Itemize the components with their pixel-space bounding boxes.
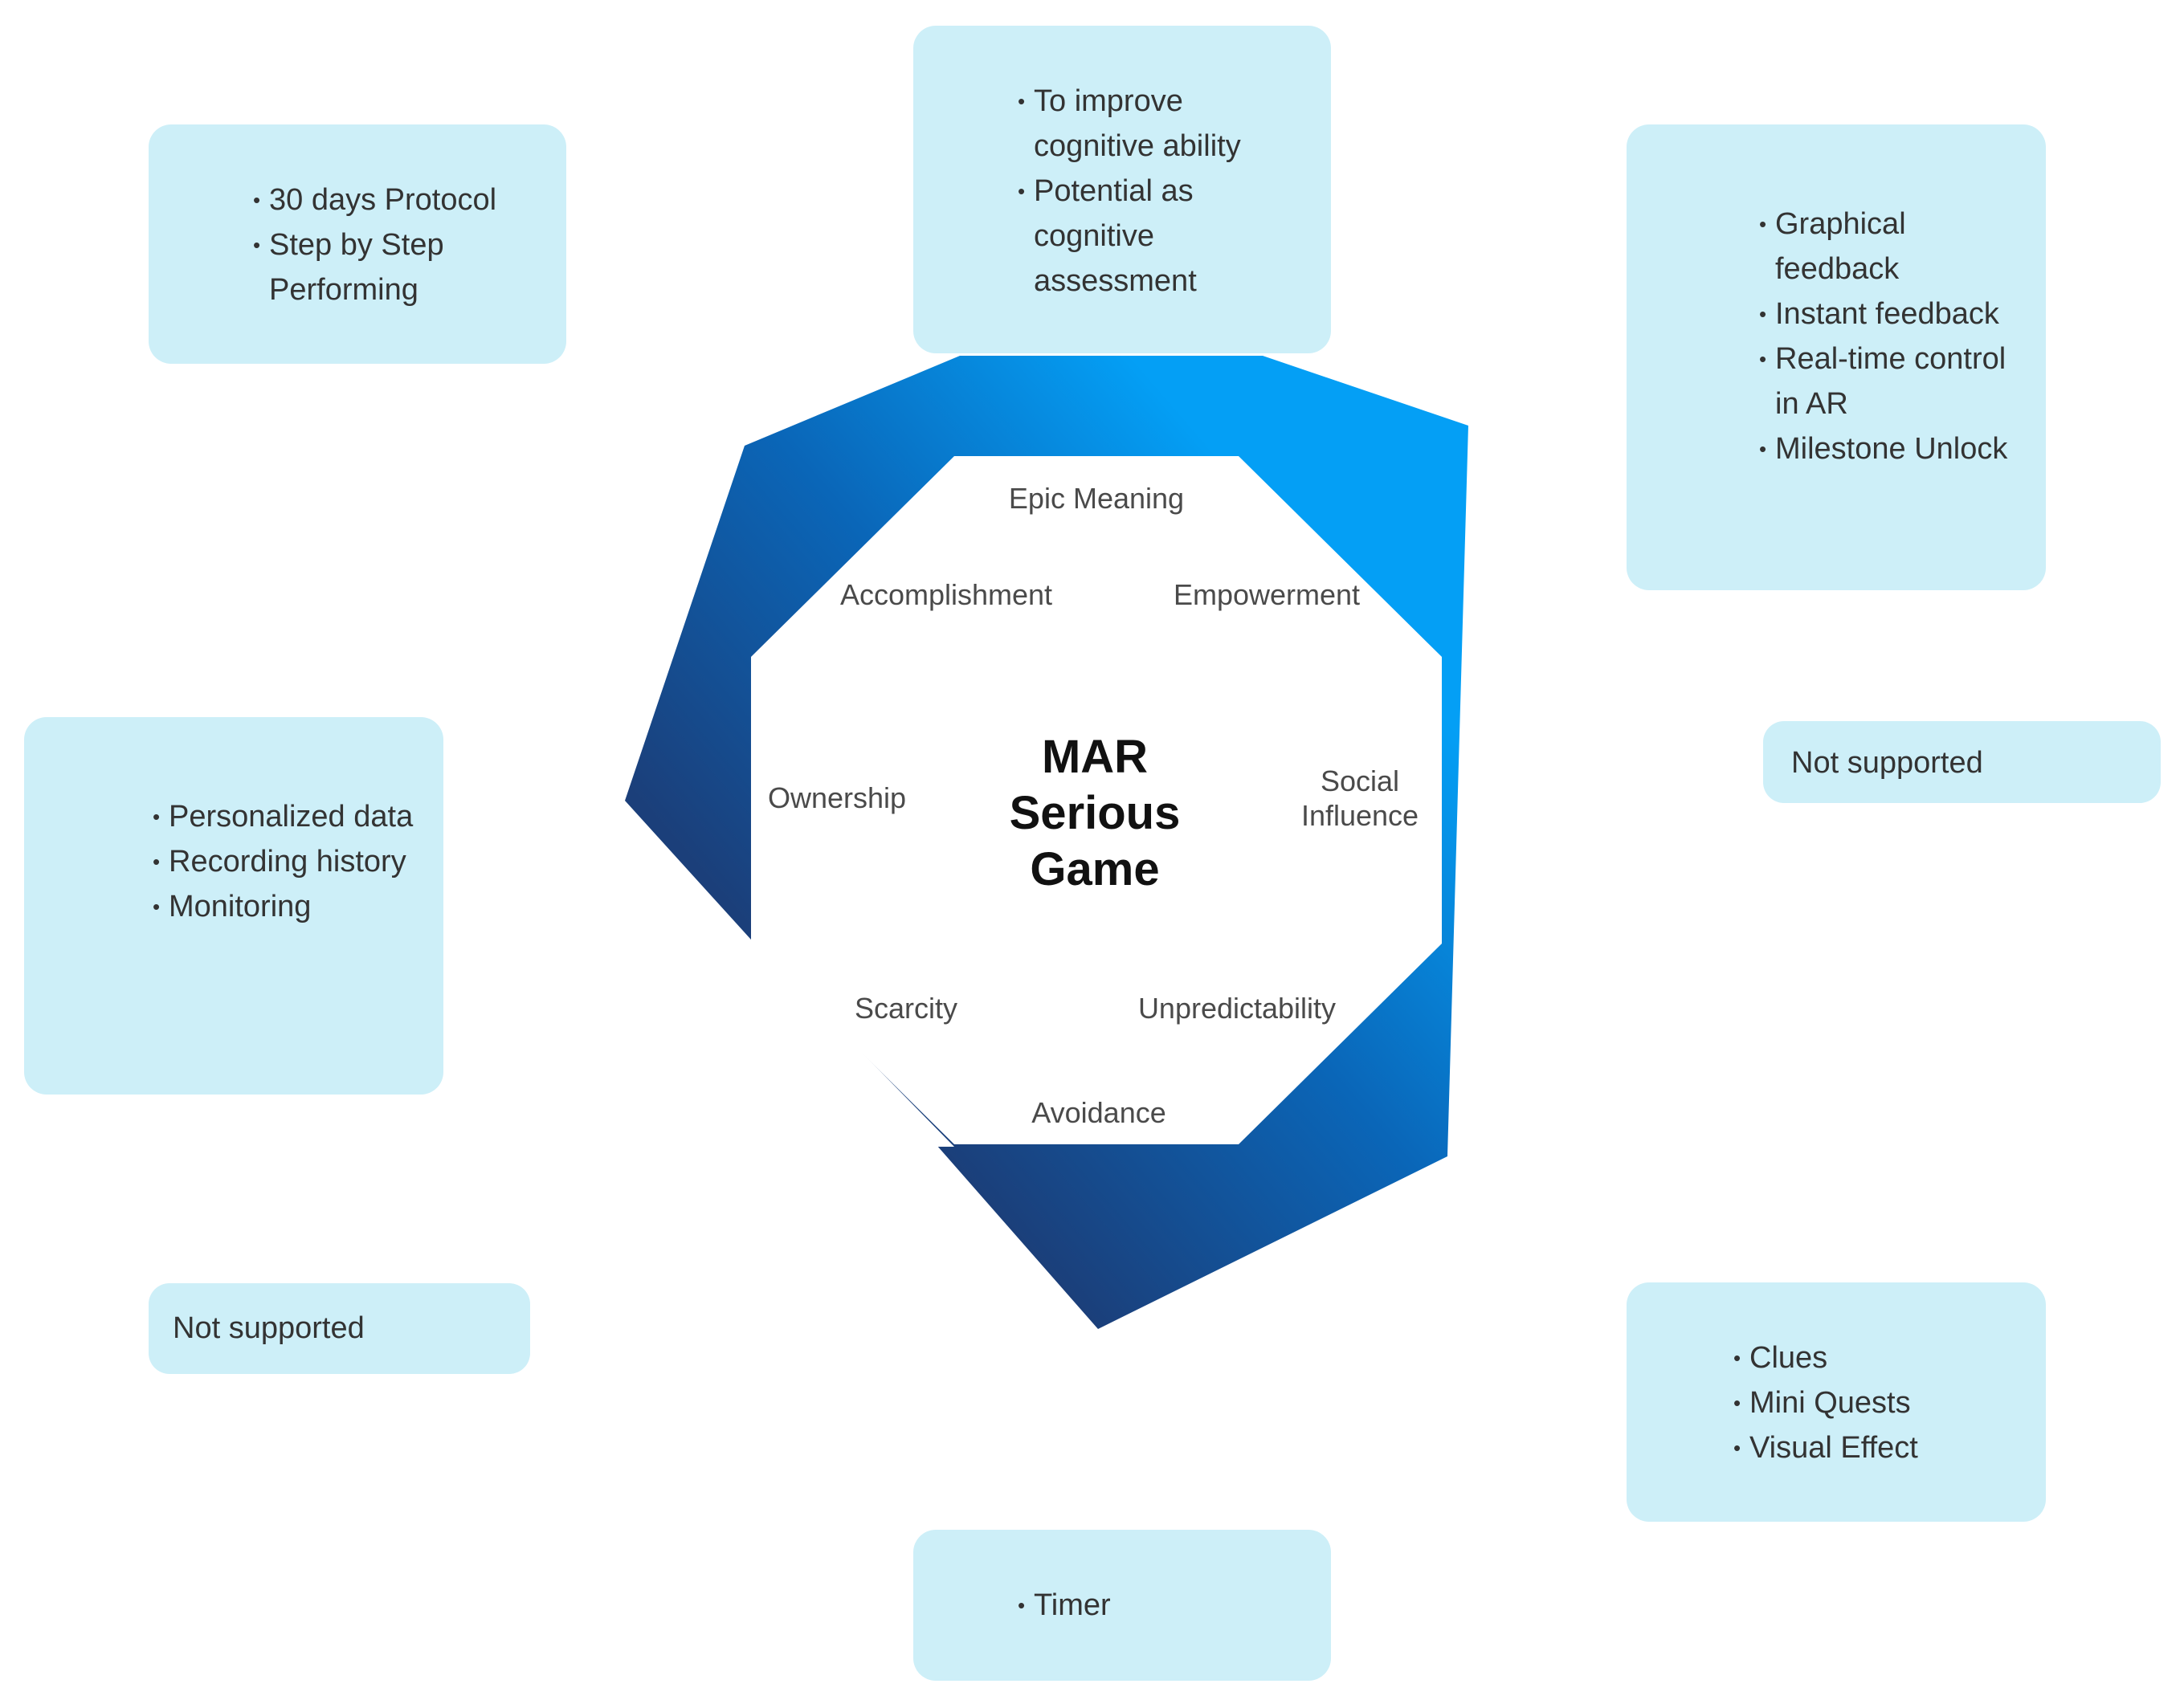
drive-avoidance: Avoidance — [1031, 1096, 1165, 1129]
list-item: To improve cognitive ability — [1018, 79, 1283, 169]
box-mid-right: Not supported — [1763, 721, 2161, 803]
drive-empowerment: Empowerment — [1174, 578, 1360, 611]
drive-social-influence-line1: Social — [1321, 764, 1399, 797]
box-bottom-left: Not supported — [149, 1283, 530, 1374]
list-item: 30 days Protocol — [253, 177, 496, 222]
list-item: Timer — [1018, 1583, 1283, 1628]
box-mid-left: Personalized data Recording history Moni… — [24, 717, 443, 1095]
list-item: Step by Step Performing — [253, 222, 470, 312]
list-item: Clues — [1733, 1335, 1998, 1380]
drive-ownership: Ownership — [768, 781, 906, 814]
center-title-line2: Serious — [1010, 787, 1181, 839]
list-item: Graphical feedback — [1759, 202, 2024, 291]
list-item: Mini Quests — [1733, 1380, 1998, 1425]
box-top-center: To improve cognitive ability Potential a… — [913, 26, 1331, 353]
drive-epic-meaning: Epic Meaning — [1009, 482, 1184, 515]
list-item: Potential as cognitive assessment — [1018, 169, 1283, 304]
list-item: Milestone Unlock — [1759, 426, 2024, 471]
list-item: Recording history — [153, 839, 418, 884]
inner-octagon-cut — [751, 940, 954, 1147]
box-bottom-right: Clues Mini Quests Visual Effect — [1627, 1282, 2046, 1522]
box-top-right: Graphical feedback Instant feedback Real… — [1627, 124, 2046, 590]
drive-scarcity: Scarcity — [855, 992, 957, 1025]
list-item: Monitoring — [153, 884, 418, 929]
center-title-line3: Game — [1030, 843, 1159, 895]
drive-unpredictability: Unpredictability — [1138, 992, 1336, 1025]
box-top-left: 30 days Protocol Step by Step Performing — [149, 124, 566, 364]
inner-octagon — [751, 456, 1442, 1144]
center-title-line1: MAR — [1042, 731, 1148, 783]
list-item: Visual Effect — [1733, 1425, 1998, 1470]
not-supported-label: Not supported — [1791, 746, 1983, 780]
drive-social-influence-line2: Influence — [1301, 799, 1419, 832]
list-item: Real-time control in AR — [1759, 336, 2024, 426]
box-bottom-center: Timer — [913, 1530, 1331, 1681]
not-supported-label: Not supported — [173, 1311, 365, 1345]
list-item: Instant feedback — [1759, 291, 2024, 336]
list-item: Personalized data — [153, 794, 418, 839]
drive-accomplishment: Accomplishment — [840, 578, 1052, 611]
